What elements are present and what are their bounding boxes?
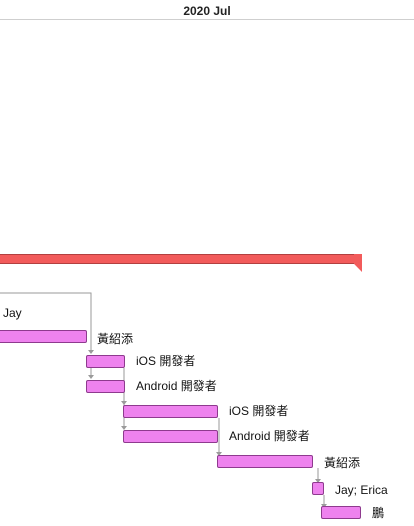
dependency-arrow <box>121 426 127 430</box>
task-label: 黃紹添 <box>324 456 361 470</box>
dependency-arrow <box>315 479 321 483</box>
task-label: Jay <box>3 306 22 320</box>
task-bar[interactable] <box>312 482 324 495</box>
task-bar[interactable] <box>123 430 218 443</box>
dependency-arrow <box>88 350 94 354</box>
task-bar[interactable] <box>321 506 361 519</box>
task-bar[interactable] <box>0 330 87 343</box>
task-label: iOS 開發者 <box>136 354 196 368</box>
dependency-line <box>0 292 92 353</box>
task-bar[interactable] <box>123 405 218 418</box>
dependency-arrow <box>88 375 94 379</box>
task-label: Android 開發者 <box>229 429 310 443</box>
task-label: 鵬 <box>372 506 385 520</box>
timeline-month-header: 2020 Jul <box>0 0 414 20</box>
task-bar[interactable] <box>217 455 313 468</box>
task-label: Android 開發者 <box>136 379 217 393</box>
dependency-arrow <box>121 401 127 405</box>
task-label: iOS 開發者 <box>229 404 289 418</box>
dependency-arrow <box>216 452 222 456</box>
task-bar[interactable] <box>86 380 125 393</box>
task-label: Jay; Erica <box>335 483 388 497</box>
task-label: 黃紹添 <box>97 332 134 346</box>
task-bar[interactable] <box>86 355 125 368</box>
